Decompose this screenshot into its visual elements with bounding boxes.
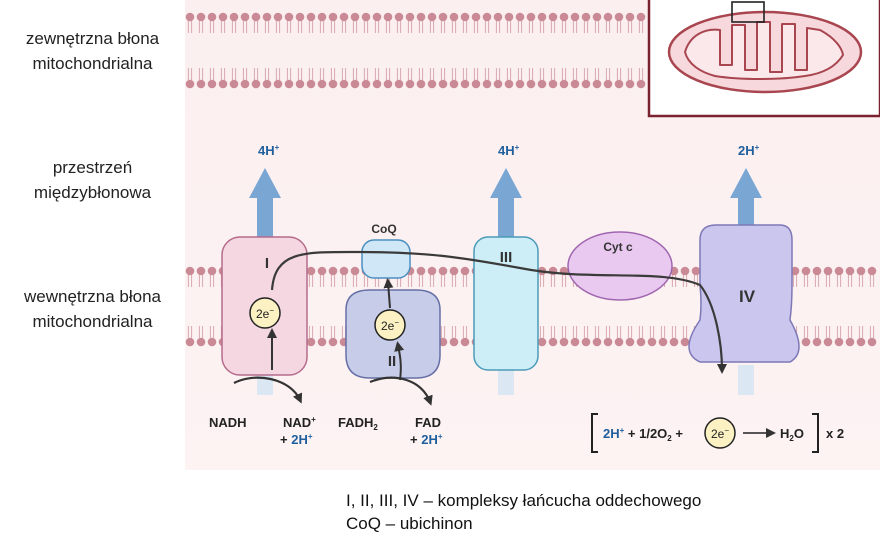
fad-label: FAD: [415, 415, 441, 430]
nad-label: NAD+: [283, 415, 316, 430]
intermembrane-label-line1: przestrzeń: [52, 158, 133, 177]
nad-2h-label: + 2H+: [280, 432, 313, 447]
fadh2-arrow: [369, 376, 433, 406]
nadh-label: NADH: [209, 415, 247, 430]
outer-membrane-label: zewnętrzna błona mitochondrialna: [0, 26, 185, 76]
electron-circle-2: [374, 309, 406, 341]
complex-3: [473, 236, 539, 371]
caption-complexes: I, II, III, IV – kompleksy łańcucha odde…: [346, 491, 702, 510]
equation-left: 2H+ + 1/2O2 +: [603, 426, 683, 443]
arrow-to-coq: [383, 278, 394, 309]
coq-box: [361, 239, 411, 279]
mitochondrion-icon: [667, 1, 863, 94]
fadh2-label: FADH2: [338, 415, 378, 432]
electron-label-3: 2e−: [711, 426, 729, 441]
proton-label-4: 2H+: [738, 143, 760, 158]
proton-label-1: 4H+: [258, 143, 280, 158]
coq-label: CoQ: [371, 222, 396, 236]
electron-label-1: 2e−: [256, 306, 274, 321]
nadh-arrow: [233, 376, 303, 404]
cytochrome-c: [567, 231, 673, 301]
complex-1-label: I: [265, 255, 269, 272]
inner-membrane-label-line2: mitochondrialna: [32, 312, 153, 331]
complex-4-label: IV: [739, 287, 756, 306]
complex-2-label: II: [388, 353, 396, 370]
equation-bracket-right: [812, 413, 819, 453]
proton-label-3: 4H+: [498, 143, 520, 158]
intermembrane-space-label: przestrzeń międzybłonowa: [0, 155, 185, 205]
caption-coq: CoQ – ubichinon: [346, 514, 473, 533]
cytc-label: Cyt c: [603, 240, 633, 254]
intermembrane-label-line2: międzybłonowa: [33, 183, 152, 202]
electron-label-2: 2e−: [381, 318, 399, 333]
outer-membrane: [185, 12, 646, 89]
outer-membrane-label-line1: zewnętrzna błona: [25, 29, 160, 48]
times-two-label: x 2: [826, 426, 844, 441]
outer-membrane-label-line2: mitochondrialna: [32, 54, 153, 73]
electron-circle-3: [704, 417, 736, 449]
electron-circle-1: [249, 297, 281, 329]
inner-membrane-label-line1: wewnętrzna błona: [23, 287, 162, 306]
electron-path-line: [270, 250, 727, 374]
proton-arrow-4: [730, 168, 762, 395]
fad-2h-label: + 2H+: [410, 432, 443, 447]
inner-membrane-label: wewnętrzna błona mitochondrialna: [0, 284, 185, 334]
proton-arrow-3: [490, 168, 522, 395]
water-label: H2O: [780, 426, 804, 443]
complex-3-label: III: [500, 249, 513, 266]
equation-bracket-left: [591, 413, 598, 453]
arrow-to-e2: [394, 341, 405, 381]
